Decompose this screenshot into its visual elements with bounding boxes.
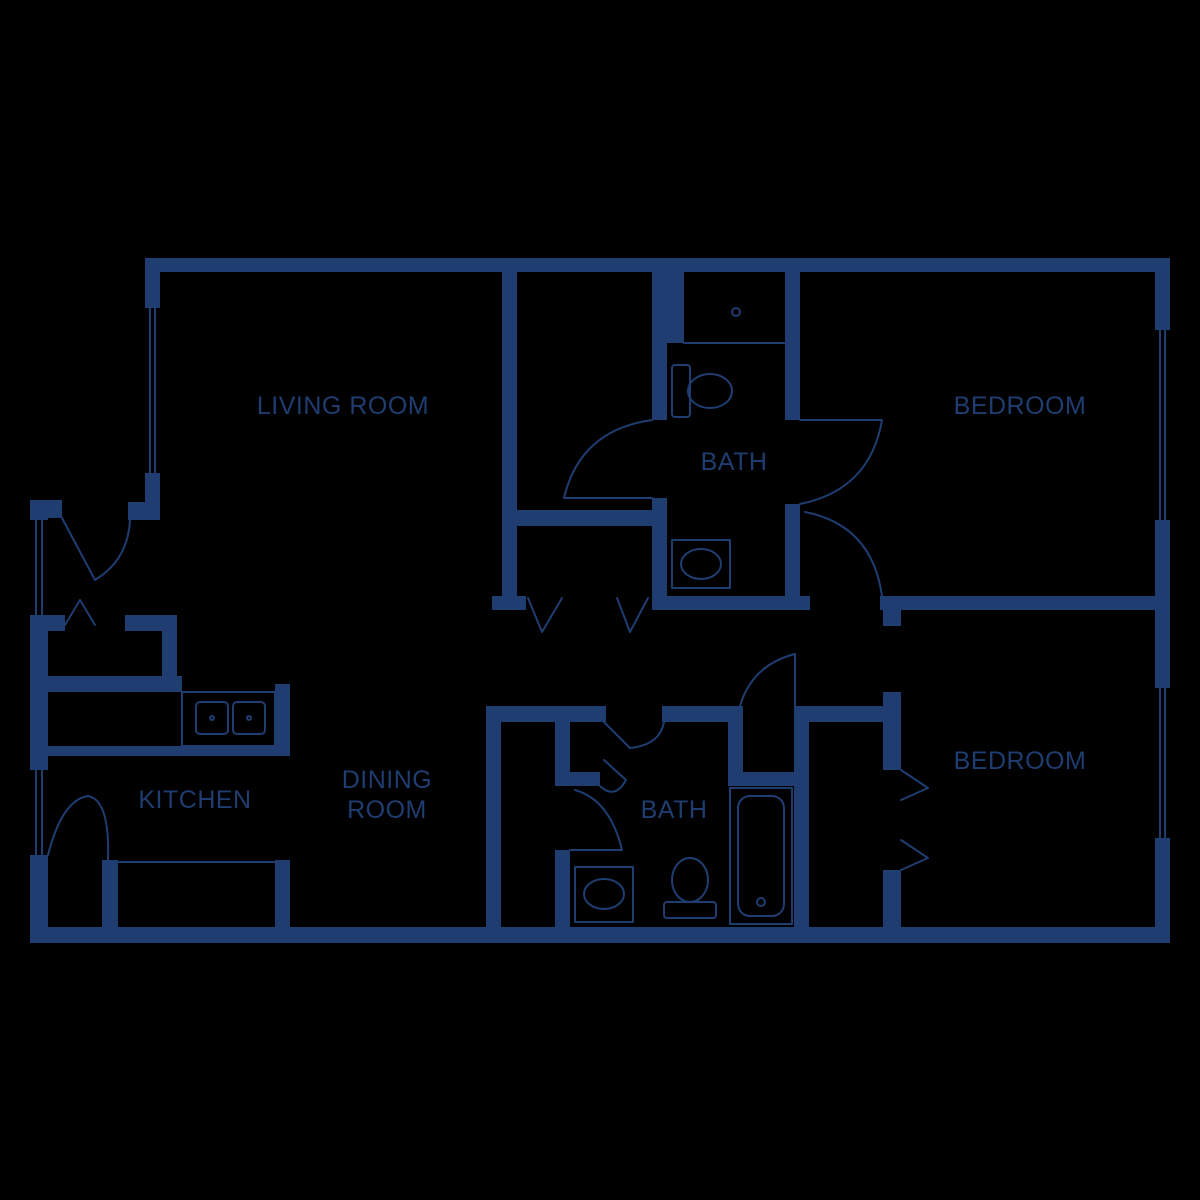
door-bedroom-top xyxy=(804,511,883,597)
wall-closet-east xyxy=(162,615,177,690)
door-closet-bifold-left xyxy=(527,597,563,633)
wall-living-west-stub xyxy=(128,502,160,520)
door-bath-bottom-closet xyxy=(603,721,665,749)
label-living-room: LIVING ROOM xyxy=(257,392,429,420)
label-bedroom-bottom: BEDROOM xyxy=(954,747,1087,775)
wall-bath-bottom-hall xyxy=(794,706,894,722)
label-bedroom-top: BEDROOM xyxy=(954,392,1087,420)
windows xyxy=(35,307,1166,856)
wall-exterior-bottom xyxy=(30,927,1170,943)
label-dining-line2: ROOM xyxy=(347,796,427,824)
shower-drain xyxy=(731,307,741,317)
bathtub-drain xyxy=(756,897,766,907)
sink-top-basin xyxy=(680,548,722,580)
wall-bedroom-bottom-west-upper xyxy=(883,692,901,770)
kitchen-counter-top xyxy=(181,691,276,747)
room-labels: LIVING ROOM BATH BEDROOM KITCHEN DINING … xyxy=(138,392,1087,824)
door-bath-bottom-main xyxy=(569,789,623,851)
sink-bottom-basin xyxy=(583,878,625,910)
toilet-bottom-tank xyxy=(663,901,717,919)
label-bath-bottom: BATH xyxy=(641,796,708,824)
wall-west-entry-cap xyxy=(30,500,62,518)
door-entry xyxy=(61,517,131,581)
wall-bedroom-bottom-west-lower xyxy=(883,870,901,943)
kitchen-pantry-wall xyxy=(102,860,118,943)
kitchen-sink-right xyxy=(232,701,266,735)
wall-bath-top-west-lower xyxy=(652,498,667,610)
door-kitchen-pantry xyxy=(47,795,110,861)
toilet-top-bowl xyxy=(687,373,733,409)
kitchen-drain-right xyxy=(246,715,252,721)
wall-west-kitchen-bottom xyxy=(30,855,48,943)
wall-bath-bottom-west xyxy=(486,706,501,943)
wall-living-west-upper xyxy=(145,258,160,308)
bathtub-inner xyxy=(737,795,785,917)
wall-bath-bottom-east xyxy=(794,706,809,943)
wall-bath-top-east-upper xyxy=(785,258,800,420)
wall-east-top xyxy=(1155,258,1170,330)
sink-top-counter xyxy=(671,539,731,589)
wall-east-bottom xyxy=(1155,838,1170,943)
door-bath-top-right xyxy=(799,419,883,505)
label-bath-top: BATH xyxy=(701,448,768,476)
wall-west-closet xyxy=(30,615,48,770)
wall-bath-top-east-lower xyxy=(785,504,800,610)
bathtub-outer xyxy=(729,787,793,925)
door-closet-coat xyxy=(64,599,96,626)
wall-bath-bottom-tub-west xyxy=(728,706,743,786)
fixtures xyxy=(117,307,793,925)
door-bath-top-left xyxy=(563,419,653,499)
wall-bath-bottom-closet-stub xyxy=(555,772,600,786)
toilet-bottom-bowl xyxy=(671,857,709,903)
wall-bath-bottom-top-left xyxy=(486,706,606,722)
door-bedroom-bottom-bifold-bottom xyxy=(900,839,929,871)
kitchen-peninsula-end xyxy=(275,860,290,943)
wall-closet-west xyxy=(502,258,517,598)
wall-bath-bottom-closet-jamb xyxy=(555,706,570,786)
wall-bedroom-divider xyxy=(880,596,1170,610)
wall-bedroom-divider-stub xyxy=(883,596,901,626)
door-closet-bifold-right xyxy=(616,597,649,633)
doors xyxy=(47,419,929,871)
wall-closet-bottom xyxy=(30,676,182,692)
kitchen-sink-left xyxy=(195,701,229,735)
wall-closet-stub xyxy=(492,596,526,610)
door-bedroom-bottom-bifold-top xyxy=(900,769,929,801)
sink-bottom-counter xyxy=(574,866,634,923)
kitchen-counter-end xyxy=(275,684,290,756)
wall-closet-top-left xyxy=(30,615,65,631)
door-bath-bottom-hall xyxy=(739,653,796,707)
toilet-top-tank xyxy=(671,364,691,418)
kitchen-counter-wall xyxy=(30,746,290,756)
label-kitchen: KITCHEN xyxy=(138,786,251,814)
wall-closet-shelf xyxy=(502,510,652,526)
door-bath-bottom-linen xyxy=(599,759,627,793)
kitchen-drain-left xyxy=(209,715,215,721)
wall-bath-bottom-top-right xyxy=(662,706,742,722)
wall-bath-bottom-inner xyxy=(555,850,570,943)
wall-bath-bottom-tub-top xyxy=(728,772,808,786)
label-dining-line1: DINING xyxy=(342,766,433,794)
walls xyxy=(30,258,1170,943)
wall-bath-top-bottom xyxy=(652,596,810,610)
wall-bath-top-west-thick xyxy=(652,258,684,343)
